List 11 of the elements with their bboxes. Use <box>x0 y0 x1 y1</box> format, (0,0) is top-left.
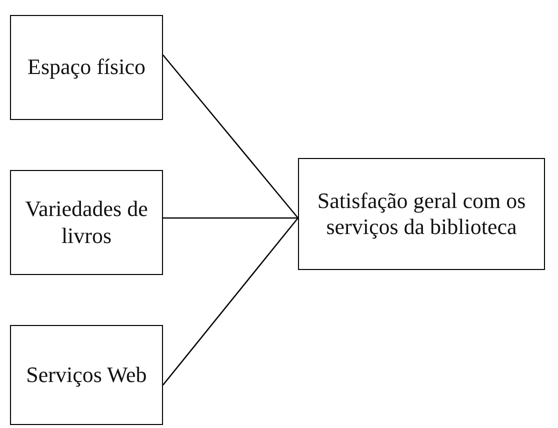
connector-line <box>162 218 298 386</box>
text-box <box>10 15 163 120</box>
box-label: Satisfação geral com os serviços da biblioteca <box>316 188 527 240</box>
connector-line <box>163 217 298 219</box>
box-label: Espaço físico <box>28 54 146 81</box>
box-label: Variedades de livros <box>24 196 149 249</box>
connector-line <box>162 54 298 218</box>
text-box <box>10 170 163 275</box>
box-label: Serviços Web <box>26 362 147 388</box>
text-box <box>298 158 545 270</box>
text-box <box>10 325 163 425</box>
